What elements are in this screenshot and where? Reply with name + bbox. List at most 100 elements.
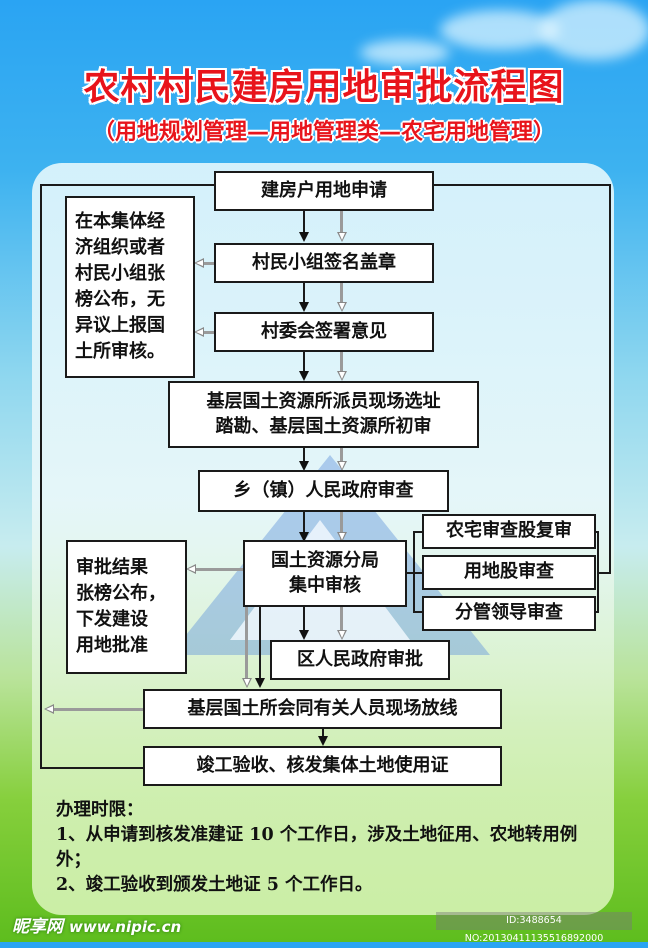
connector-line <box>433 184 611 186</box>
step-application-box: 建房户用地申请 <box>214 171 434 211</box>
step-district-approval-box: 区人民政府审批 <box>270 640 450 680</box>
review-label: 用地股审查 <box>464 561 554 583</box>
watermark-url: www.nipic.cn <box>69 918 182 936</box>
hollow-arrow-down-icon <box>337 630 347 640</box>
note-line: 下发建设 <box>76 609 148 630</box>
note-line: 用地批准 <box>76 635 148 657</box>
step-label: 乡（镇）人民政府审查 <box>233 479 414 501</box>
connector-line <box>40 184 215 186</box>
note-line: 异议上报国 <box>75 315 165 337</box>
step-label: 国土资源分局 <box>271 550 379 572</box>
hollow-arrow-left-icon <box>194 258 204 268</box>
connector-line <box>303 211 305 233</box>
approval-notice-note: 审批结果 张榜公布， 下发建设 用地批准 <box>66 540 187 674</box>
connector-line <box>340 512 343 540</box>
connector-line <box>245 607 248 679</box>
step-village-committee-box: 村委会签署意见 <box>214 312 434 352</box>
connector-line <box>597 531 599 613</box>
hollow-arrow-down-icon <box>337 302 347 312</box>
connector-line <box>599 572 611 574</box>
connector-line <box>303 283 305 303</box>
processing-time-notes: 办理时限： 1、从申请到核发准建证 10 个工作日，涉及土地征用、农地转用例外；… <box>56 798 596 897</box>
note-line: 土所审核。 <box>75 341 165 363</box>
hollow-arrow-down-icon <box>337 371 347 381</box>
connector-line <box>594 531 599 533</box>
hollow-arrow-down-icon <box>242 678 252 688</box>
review-label: 分管领导审查 <box>455 602 563 624</box>
arrow-down-icon <box>299 232 309 242</box>
connector-line <box>340 211 343 233</box>
step-label: 基层国土所会同有关人员现场放线 <box>187 697 458 719</box>
step-label: 基层国土资源所派员现场选址 <box>206 391 441 413</box>
arrow-down-icon <box>299 532 309 542</box>
connector-line <box>40 184 42 769</box>
notes-item: 1、从申请到核发准建证 10 个工作日，涉及土地征用、农地转用例外； <box>56 824 578 870</box>
review-leader-box: 分管领导审查 <box>422 596 596 631</box>
step-township-review-box: 乡（镇）人民政府审查 <box>198 470 449 512</box>
connector-line <box>303 512 305 540</box>
note-line: 济组织或者 <box>75 236 165 258</box>
site-watermark: 昵享网 www.nipic.cn <box>12 912 181 937</box>
arrow-down-icon <box>299 302 309 312</box>
step-label: 集中审核 <box>289 574 361 596</box>
hollow-arrow-down-icon <box>337 532 347 542</box>
hollow-arrow-left-icon <box>44 704 54 714</box>
note-line: 审批结果 <box>76 556 148 578</box>
notes-item: 2、竣工验收到颁发土地证 5 个工作日。 <box>56 874 373 895</box>
hollow-arrow-down-icon <box>337 232 347 242</box>
arrow-down-icon <box>299 461 309 471</box>
connector-line <box>192 568 243 571</box>
connector-line <box>303 607 305 631</box>
review-homestead-box: 农宅审查股复审 <box>422 514 596 549</box>
connector-line <box>413 531 415 613</box>
connector-line <box>52 708 143 711</box>
connector-line <box>203 262 214 265</box>
connector-line <box>340 448 343 462</box>
public-notice-note: 在本集体经 济组织或者 村民小组张 榜公布，无 异议上报国 土所审核。 <box>65 196 195 378</box>
arrow-down-icon <box>318 736 328 746</box>
cloud-decoration <box>360 40 450 65</box>
image-id-watermark: ID:3488654 NO:20130411135516892000 <box>436 912 632 944</box>
connector-line <box>413 531 423 533</box>
note-line: 张榜公布， <box>76 582 166 604</box>
review-label: 农宅审查股复审 <box>446 520 572 542</box>
connector-line <box>340 283 343 303</box>
note-line: 榜公布，无 <box>75 289 165 310</box>
step-staking-out-box: 基层国土所会同有关人员现场放线 <box>143 689 502 729</box>
step-label: 踏勘、基层国土资源所初审 <box>215 415 432 437</box>
step-completion-certificate-box: 竣工验收、核发集体土地使用证 <box>143 746 502 786</box>
step-label: 村委会签署意见 <box>261 320 387 342</box>
notes-heading: 办理时限： <box>56 800 144 820</box>
step-label: 村民小组签名盖章 <box>252 251 396 273</box>
page-title: 农村村民建房用地审批流程图 <box>83 67 565 108</box>
arrow-down-icon <box>299 371 309 381</box>
connector-line <box>413 611 423 613</box>
review-land-section-box: 用地股审查 <box>422 555 596 590</box>
brand-logo: 昵享网 <box>12 917 63 937</box>
page-subtitle: （用地规划管理—用地管理类—农宅用地管理） <box>92 120 555 145</box>
step-label: 建房户用地申请 <box>261 179 387 201</box>
step-site-survey-box: 基层国土资源所派员现场选址 踏勘、基层国土资源所初审 <box>168 381 479 448</box>
step-bureau-review-box: 国土资源分局 集中审核 <box>243 540 407 607</box>
step-label: 竣工验收、核发集体土地使用证 <box>196 754 449 776</box>
connector-line <box>340 607 343 631</box>
connector-line <box>609 184 611 574</box>
note-line: 在本集体经 <box>75 210 165 232</box>
connector-line <box>594 611 599 613</box>
connector-line <box>259 607 261 679</box>
arrow-down-icon <box>299 630 309 640</box>
note-line: 村民小组张 <box>75 262 165 284</box>
connector-line <box>303 448 305 462</box>
step-label: 区人民政府审批 <box>297 648 423 670</box>
connector-line <box>203 331 214 334</box>
hollow-arrow-left-icon <box>186 564 196 574</box>
cloud-decoration <box>540 0 648 60</box>
connector-line <box>340 352 343 372</box>
connector-line <box>40 767 146 769</box>
hollow-arrow-left-icon <box>194 327 204 337</box>
connector-line <box>303 352 305 372</box>
connector-line <box>322 729 324 739</box>
hollow-arrow-down-icon <box>337 461 347 471</box>
arrow-down-icon <box>255 678 265 688</box>
step-group-sign-box: 村民小组签名盖章 <box>214 243 434 283</box>
